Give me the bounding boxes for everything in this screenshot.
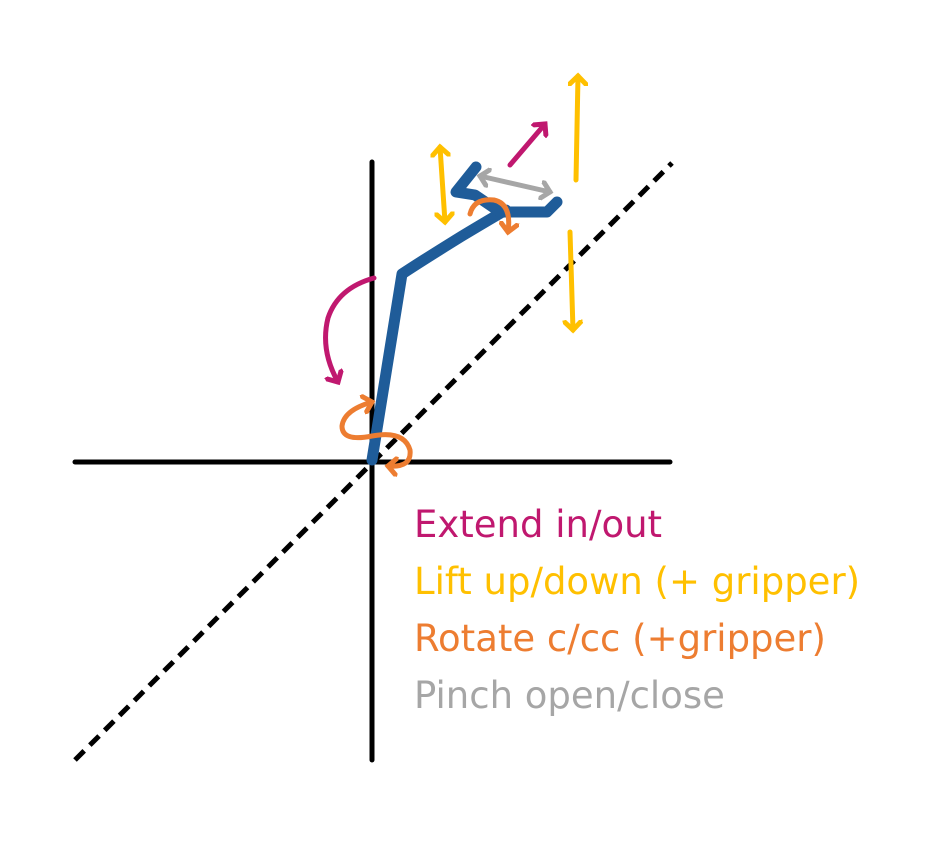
rotate-arrow-base — [339, 402, 413, 466]
extend-arrow-top — [507, 124, 545, 168]
gripper — [450, 161, 563, 218]
pinch-arrow — [480, 176, 550, 192]
lift-arrow-lower — [570, 229, 573, 330]
legend-pinch: Pinch open/close — [414, 674, 725, 717]
legend-lift: Lift up/down (+ gripper) — [414, 560, 861, 603]
legend-extend: Extend in/out — [414, 503, 663, 546]
legend-rotate: Rotate c/cc (+gripper) — [414, 617, 826, 660]
lift-arrow-small — [440, 147, 445, 222]
lift-arrow-upper — [576, 76, 578, 183]
robot-arm — [366, 204, 512, 466]
extend-arrow-curved — [323, 275, 377, 382]
rotate-arrow-gripper — [467, 197, 509, 232]
legend: Extend in/out Lift up/down (+ gripper) R… — [414, 496, 860, 724]
